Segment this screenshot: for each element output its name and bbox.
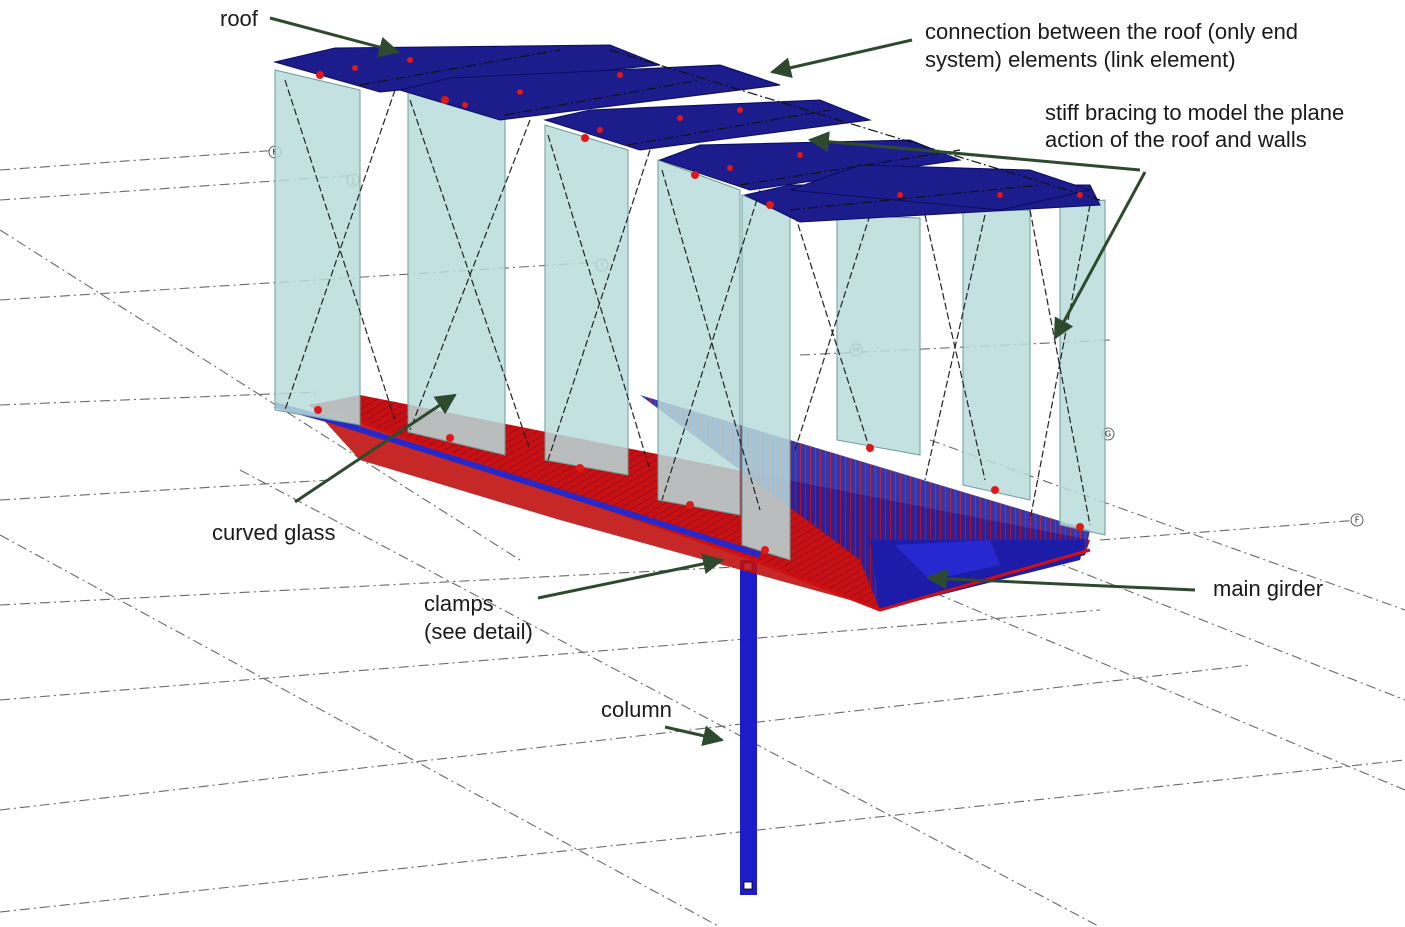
lower-nodes — [314, 406, 1084, 554]
grid-tag-f: F — [1350, 513, 1364, 527]
label-main-girder: main girder — [1213, 576, 1323, 601]
roof-nodes — [316, 57, 1083, 209]
label-roof: roof — [220, 6, 259, 31]
column — [740, 560, 757, 895]
arrow-main-girder — [925, 568, 1196, 592]
arrow-bracing-wall — [1053, 171, 1147, 340]
label-clamps-line2: (see detail) — [424, 619, 533, 644]
label-clamps-line1: clamps — [424, 591, 494, 616]
annotation-arrows — [269, 16, 1196, 747]
arrow-bracing-roof — [807, 131, 1141, 172]
annotation-labels: roof connection between the roof (only e… — [212, 6, 1344, 722]
arrow-roof — [269, 16, 401, 58]
ground-grid — [0, 149, 1405, 927]
arrow-column — [664, 725, 725, 747]
label-bracing-line1: stiff bracing to model the plane — [1045, 100, 1344, 125]
arrow-clamps — [537, 553, 725, 600]
label-connection-line2: system) elements (link element) — [925, 47, 1236, 72]
svg-text:F: F — [1355, 516, 1360, 525]
arrow-connection — [769, 38, 913, 79]
label-column: column — [601, 697, 672, 722]
label-curved-glass: curved glass — [212, 520, 336, 545]
svg-text:G: G — [1105, 430, 1111, 439]
roof-panels — [273, 44, 1101, 223]
label-connection-line1: connection between the roof (only end — [925, 19, 1298, 44]
label-bracing-line2: action of the roof and walls — [1045, 127, 1307, 152]
glass-wall-panels — [274, 69, 1106, 561]
arrow-curved-glass — [294, 393, 457, 504]
wall-bracing-diagonals — [284, 79, 1091, 526]
roof-link-elements — [359, 49, 1101, 211]
